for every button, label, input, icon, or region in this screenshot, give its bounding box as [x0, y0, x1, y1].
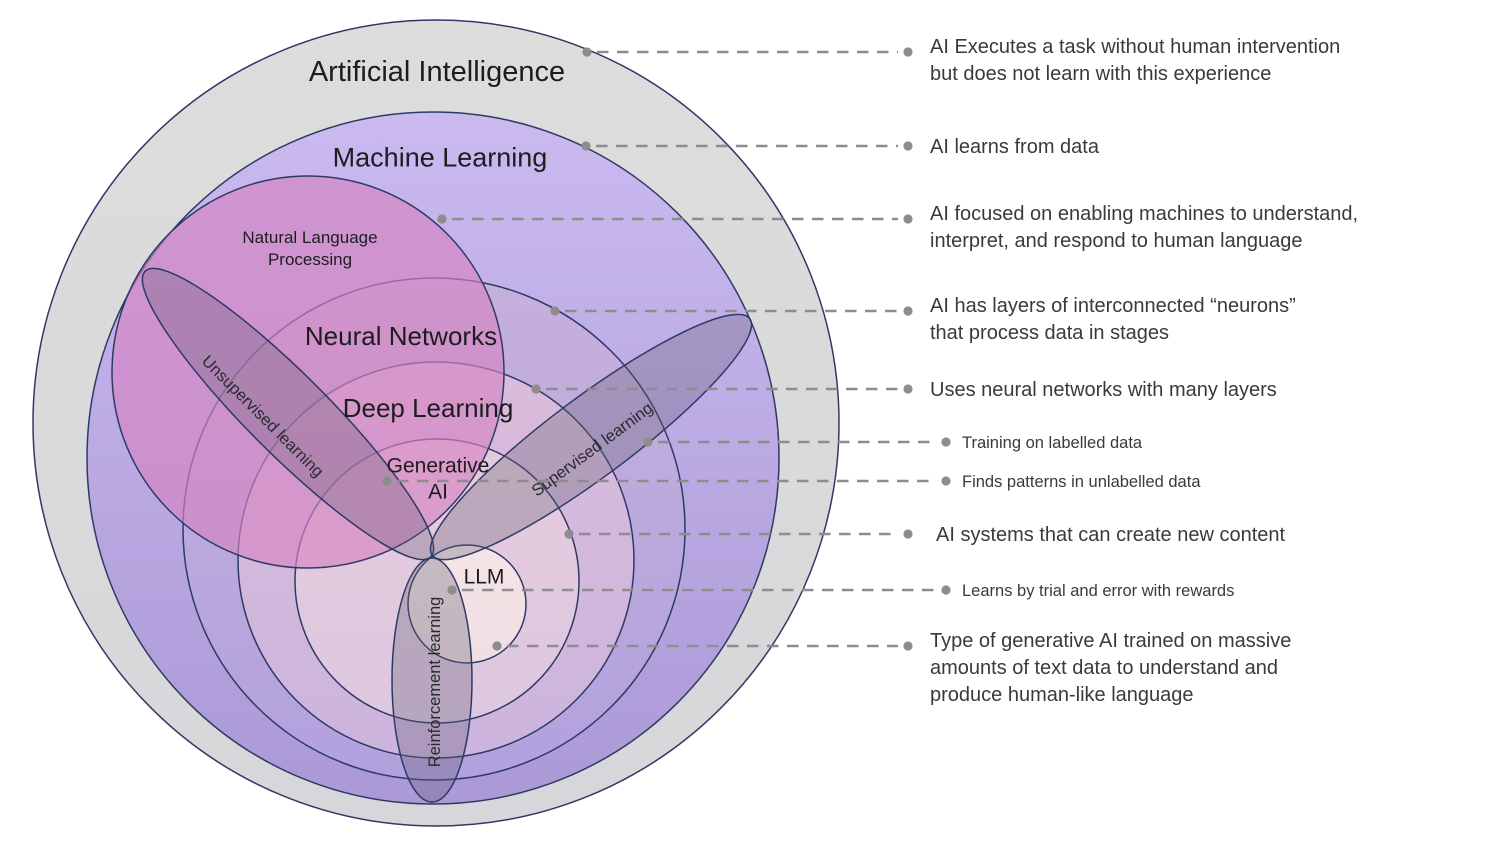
anchor-dot: [531, 384, 541, 394]
annotation-text: Training on labelled data: [962, 434, 1143, 452]
anchor-dot: [382, 476, 392, 486]
ellipse-label-reinforcement-learning: Reinforcement learning: [426, 597, 444, 768]
annotation-deep-learning: Uses neural networks with many layers: [531, 379, 1277, 401]
annotation-supervised-learning: Training on labelled data: [643, 434, 1143, 452]
text-dot: [903, 641, 913, 651]
label-deep-learning: Deep Learning: [343, 393, 514, 423]
text-dot: [903, 47, 913, 57]
annotation-text: AI has layers of interconnected “neurons…: [930, 295, 1296, 317]
label-machine-learning: Machine Learning: [333, 142, 548, 172]
annotation-llm: Type of generative AI trained on massive…: [492, 630, 1291, 706]
anchor-dot: [447, 585, 457, 595]
ellipse-unsupervised-learning: [141, 267, 435, 561]
text-dot: [903, 214, 913, 224]
annotation-text: interpret, and respond to human language: [930, 230, 1303, 252]
annotation-machine-learning: AI learns from data: [581, 136, 1100, 158]
text-dot: [941, 476, 951, 486]
annotation-text: but does not learn with this experience: [930, 63, 1271, 85]
annotation-text: Type of generative AI trained on massive: [930, 630, 1291, 652]
text-dot: [903, 529, 913, 539]
annotation-artificial-intelligence: AI Executes a task without human interve…: [582, 36, 1340, 85]
ellipse-supervised-learning: [429, 313, 753, 561]
text-dot: [903, 384, 913, 394]
anchor-dot: [643, 437, 653, 447]
annotation-text: AI focused on enabling machines to under…: [930, 203, 1358, 225]
anchor-dot: [492, 641, 502, 651]
ellipse-reinforcement-learning: [391, 557, 473, 803]
annotation-text: Uses neural networks with many layers: [930, 379, 1277, 401]
annotation-natural-language-processing: AI focused on enabling machines to under…: [437, 203, 1358, 252]
label-neural-networks: Neural Networks: [305, 321, 497, 351]
text-dot: [903, 306, 913, 316]
label-llm: LLM: [464, 565, 505, 588]
annotation-text: AI Executes a task without human interve…: [930, 36, 1340, 58]
annotation-text: AI systems that can create new content: [936, 524, 1286, 546]
annotation-text: Finds patterns in unlabelled data: [962, 473, 1201, 491]
annotation-text: Learns by trial and error with rewards: [962, 582, 1234, 600]
annotation-text: produce human-like language: [930, 684, 1194, 706]
text-dot: [903, 141, 913, 151]
label-generative-ai: Generative: [387, 454, 490, 477]
label-natural-language-processing: Processing: [268, 250, 352, 269]
annotation-generative-ai: AI systems that can create new content: [564, 524, 1286, 546]
anchor-dot: [582, 47, 592, 57]
label-generative-ai: AI: [428, 480, 448, 503]
anchor-dot: [564, 529, 574, 539]
anchor-dot: [550, 306, 560, 316]
label-natural-language-processing: Natural Language: [242, 228, 377, 247]
text-dot: [941, 585, 951, 595]
anchor-dot: [581, 141, 591, 151]
annotation-text: amounts of text data to understand and: [930, 657, 1278, 679]
label-artificial-intelligence: Artificial Intelligence: [309, 56, 565, 88]
annotation-unsupervised-learning: Finds patterns in unlabelled data: [382, 473, 1201, 491]
annotation-reinforcement-learning: Learns by trial and error with rewards: [447, 582, 1234, 600]
annotation-text: that process data in stages: [930, 322, 1169, 344]
annotation-text: AI learns from data: [930, 136, 1100, 158]
circle-natural-language-processing: [111, 175, 505, 569]
text-dot: [941, 437, 951, 447]
anchor-dot: [437, 214, 447, 224]
annotation-neural-networks: AI has layers of interconnected “neurons…: [550, 295, 1296, 344]
circle-llm: [407, 544, 527, 664]
